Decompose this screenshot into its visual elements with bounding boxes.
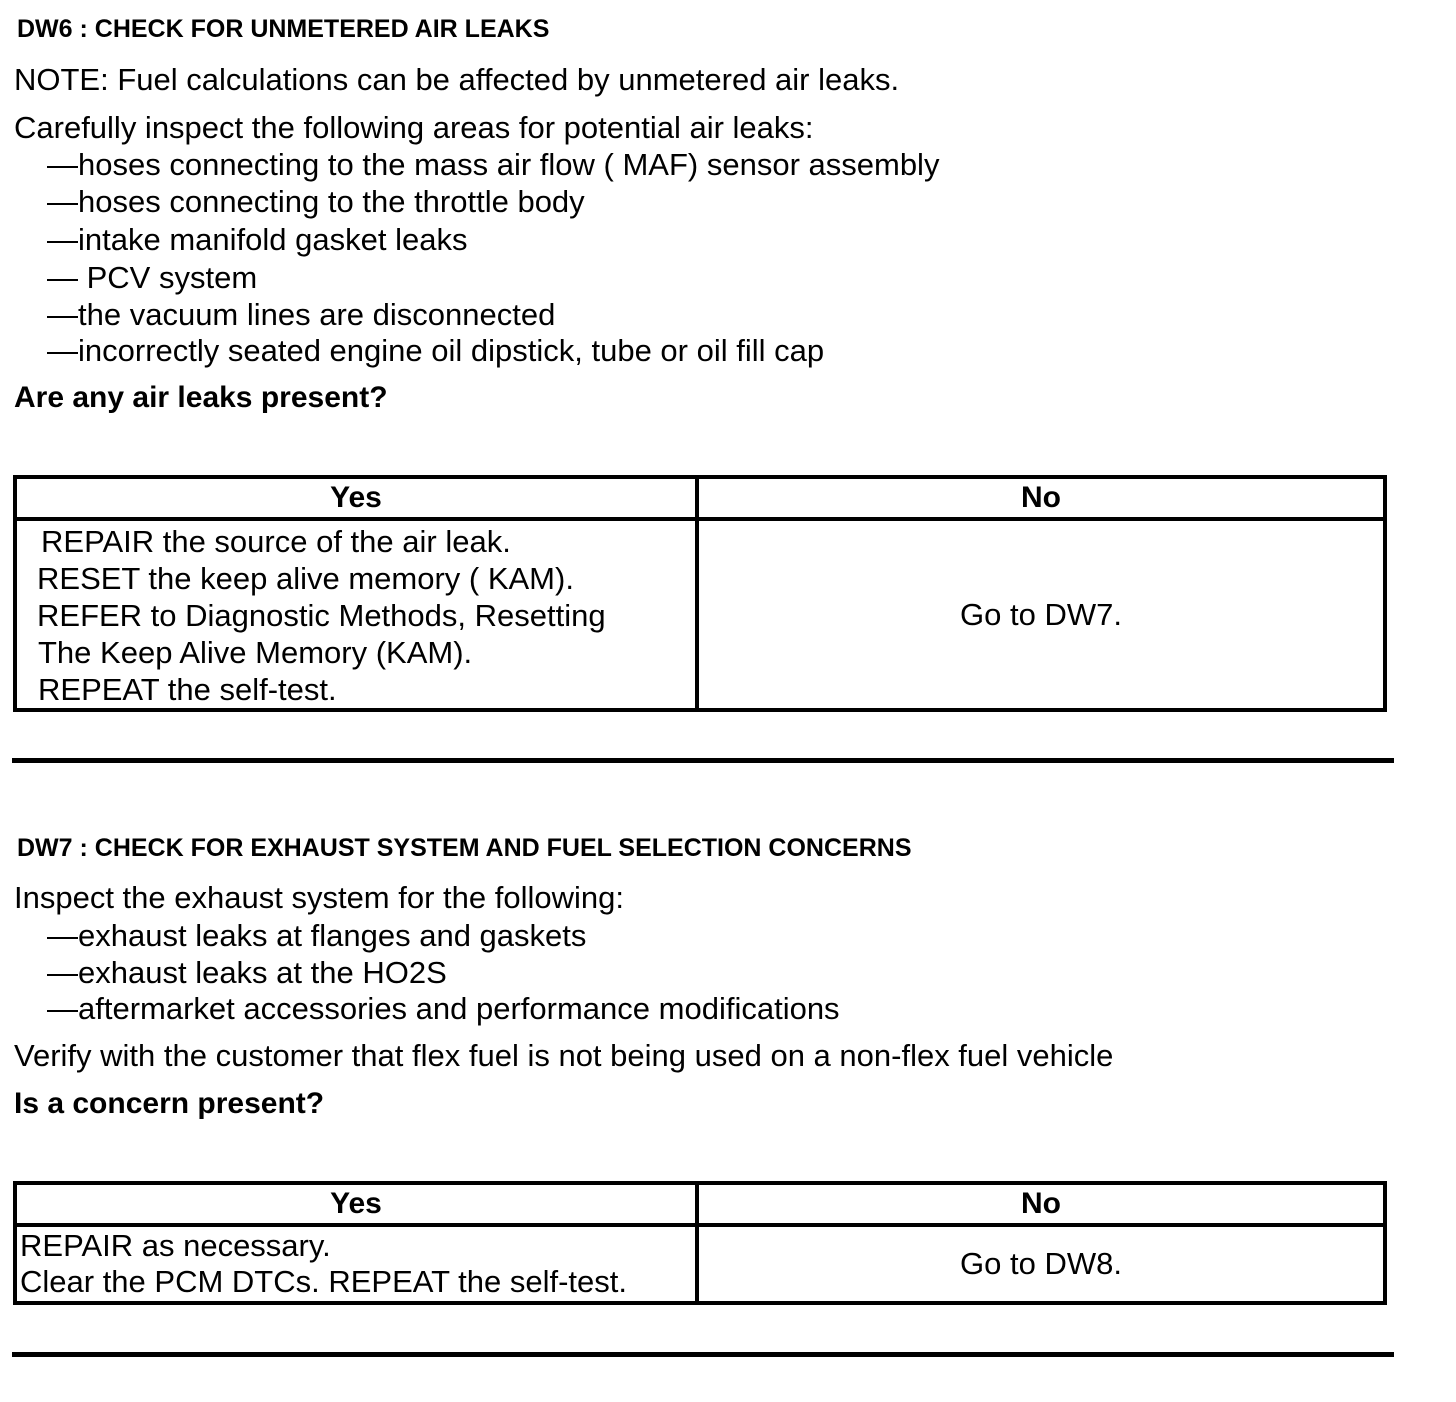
verify-text: Verify with the customer that flex fuel … xyxy=(14,1038,1114,1073)
list-item: —incorrectly seated engine oil dipstick,… xyxy=(47,333,825,368)
section-divider xyxy=(12,758,1394,763)
note-text: NOTE: Fuel calculations can be affected … xyxy=(14,62,900,97)
step-heading-dw6: DW6 : CHECK FOR UNMETERED AIR LEAKS xyxy=(17,15,550,43)
yes-column-header: Yes xyxy=(13,1181,699,1227)
no-column-header: No xyxy=(695,475,1387,521)
action-line: REPEAT the self-test. xyxy=(38,671,337,707)
yes-column-header: Yes xyxy=(13,475,699,521)
action-line: REPAIR as necessary. xyxy=(20,1228,331,1263)
no-action-cell: Go to DW7. xyxy=(695,517,1387,712)
action-line: Clear the PCM DTCs. REPEAT the self-test… xyxy=(20,1264,627,1299)
yes-action-cell: REPAIR the source of the air leak. RESET… xyxy=(13,517,699,712)
no-column-header: No xyxy=(695,1181,1387,1227)
action-line: REPAIR the source of the air leak. xyxy=(41,523,511,559)
yes-action-cell: REPAIR as necessary. Clear the PCM DTCs.… xyxy=(13,1223,699,1305)
step-heading-dw7: DW7 : CHECK FOR EXHAUST SYSTEM AND FUEL … xyxy=(17,834,912,862)
no-action-cell: Go to DW8. xyxy=(695,1223,1387,1305)
result-table-dw6: Yes No REPAIR the source of the air leak… xyxy=(13,475,1387,712)
action-line: The Keep Alive Memory (KAM). xyxy=(38,634,473,670)
list-item: —hoses connecting to the mass air flow (… xyxy=(47,147,940,182)
question-text: Is a concern present? xyxy=(14,1087,325,1120)
list-item: — PCV system xyxy=(47,260,258,295)
list-item: —aftermarket accessories and performance… xyxy=(47,991,840,1026)
list-item: —exhaust leaks at the HO2S xyxy=(47,955,447,990)
action-line: RESET the keep alive memory ( KAM). xyxy=(37,560,574,596)
list-item: —intake manifold gasket leaks xyxy=(47,222,468,257)
list-item: —hoses connecting to the throttle body xyxy=(47,184,585,219)
inspect-intro-text: Carefully inspect the following areas fo… xyxy=(14,110,814,145)
question-text: Are any air leaks present? xyxy=(14,381,388,414)
inspect-intro-text: Inspect the exhaust system for the follo… xyxy=(14,880,624,915)
list-item: —the vacuum lines are disconnected xyxy=(47,297,556,332)
list-item: —exhaust leaks at flanges and gaskets xyxy=(47,918,587,953)
action-line: REFER to Diagnostic Methods, Resetting xyxy=(37,597,606,633)
section-divider xyxy=(12,1352,1394,1357)
result-table-dw7: Yes No REPAIR as necessary. Clear the PC… xyxy=(13,1181,1387,1305)
